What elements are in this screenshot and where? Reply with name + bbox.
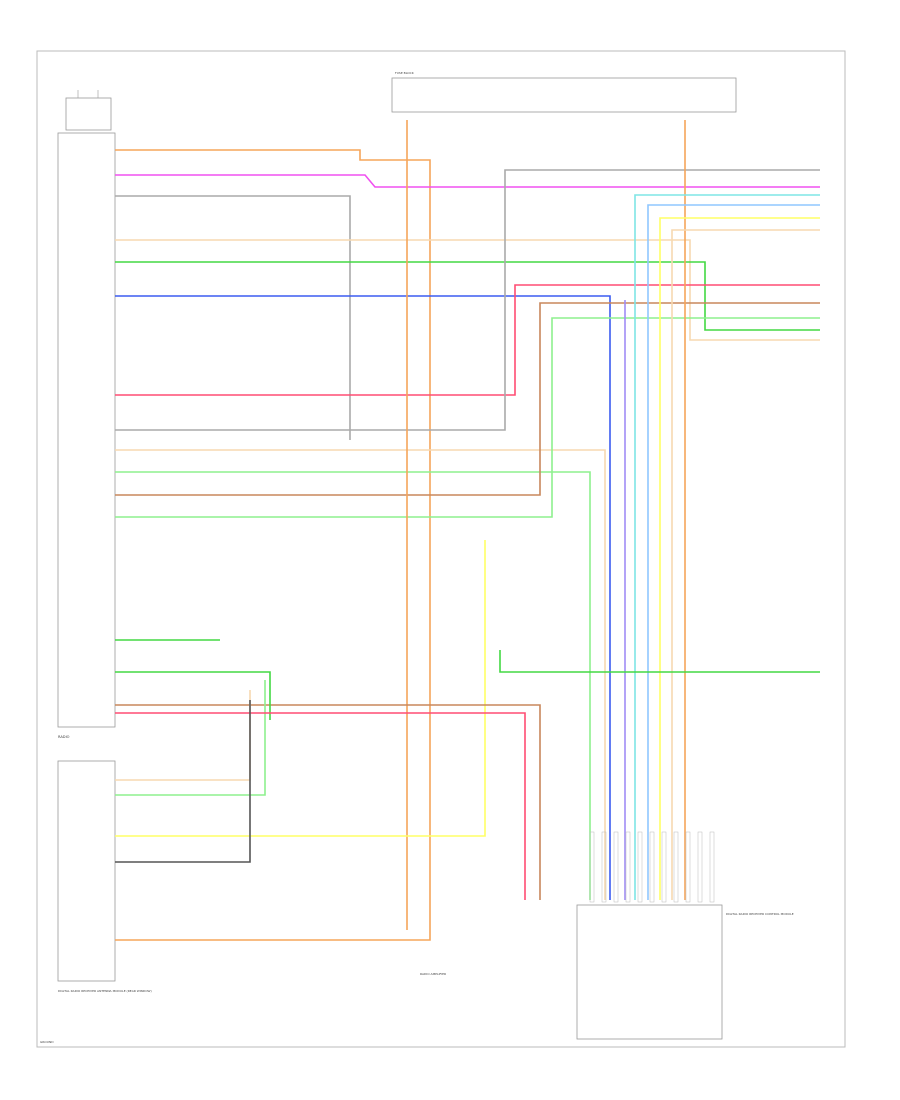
fuse-block	[391, 77, 737, 113]
wire-lightgreen2	[115, 317, 820, 518]
fuse-block-label: FUSE BLOCK	[395, 71, 415, 75]
receiver-terminal	[709, 831, 715, 903]
diagram-border	[36, 50, 846, 1048]
wire-tan2	[115, 449, 606, 900]
wire-gray	[115, 195, 351, 440]
receiver-label: DIGITAL RADIO RECEIVER CONTROL MODULE	[726, 912, 794, 916]
antenna-module	[57, 760, 116, 982]
receiver-terminal	[697, 831, 703, 903]
wire-tan-right	[671, 229, 820, 900]
receiver-terminal	[685, 831, 691, 903]
wire-tan-amp	[115, 690, 251, 781]
radio-module	[57, 132, 116, 728]
receiver-terminal	[673, 831, 679, 903]
wire-brown	[115, 302, 820, 496]
amplifier-label: RADIO AMPLIFIER	[420, 972, 446, 976]
receiver-terminal	[625, 831, 631, 903]
wire-red	[115, 284, 820, 396]
receiver-terminal	[649, 831, 655, 903]
receiver-terminal	[637, 831, 643, 903]
wire-green-low	[499, 650, 820, 673]
radio-label: RADIO	[58, 735, 70, 739]
wire-tan	[115, 239, 820, 341]
receiver-terminal	[661, 831, 667, 903]
receiver-terminal	[601, 831, 607, 903]
receiver-terminal	[589, 831, 595, 903]
wire-yellow-right	[659, 217, 820, 900]
wire-black-low	[115, 700, 251, 863]
wire-brown-low	[115, 704, 541, 900]
wire-red-low	[115, 712, 526, 900]
antenna-module-label: DIGITAL RADIO RECEIVER ANTENNA MODULE (R…	[58, 989, 152, 993]
wire-lightgreen	[115, 471, 591, 900]
wire-orange-main	[115, 149, 431, 941]
wires	[115, 120, 820, 941]
ground-label: GROUND	[40, 1040, 54, 1044]
wire-green	[115, 261, 820, 331]
wire-pink	[115, 174, 820, 188]
wire-blue	[115, 295, 611, 900]
receiver-module	[576, 904, 723, 1040]
wire-lightblue	[647, 204, 820, 900]
receiver-terminal	[613, 831, 619, 903]
wire-green-amp3	[115, 680, 266, 796]
antenna-connector-box	[65, 97, 112, 131]
wire-green-amp2	[115, 671, 271, 720]
wire-yellow-low	[115, 540, 486, 837]
wire-cyan	[634, 194, 820, 900]
wire-gray2	[115, 169, 820, 431]
